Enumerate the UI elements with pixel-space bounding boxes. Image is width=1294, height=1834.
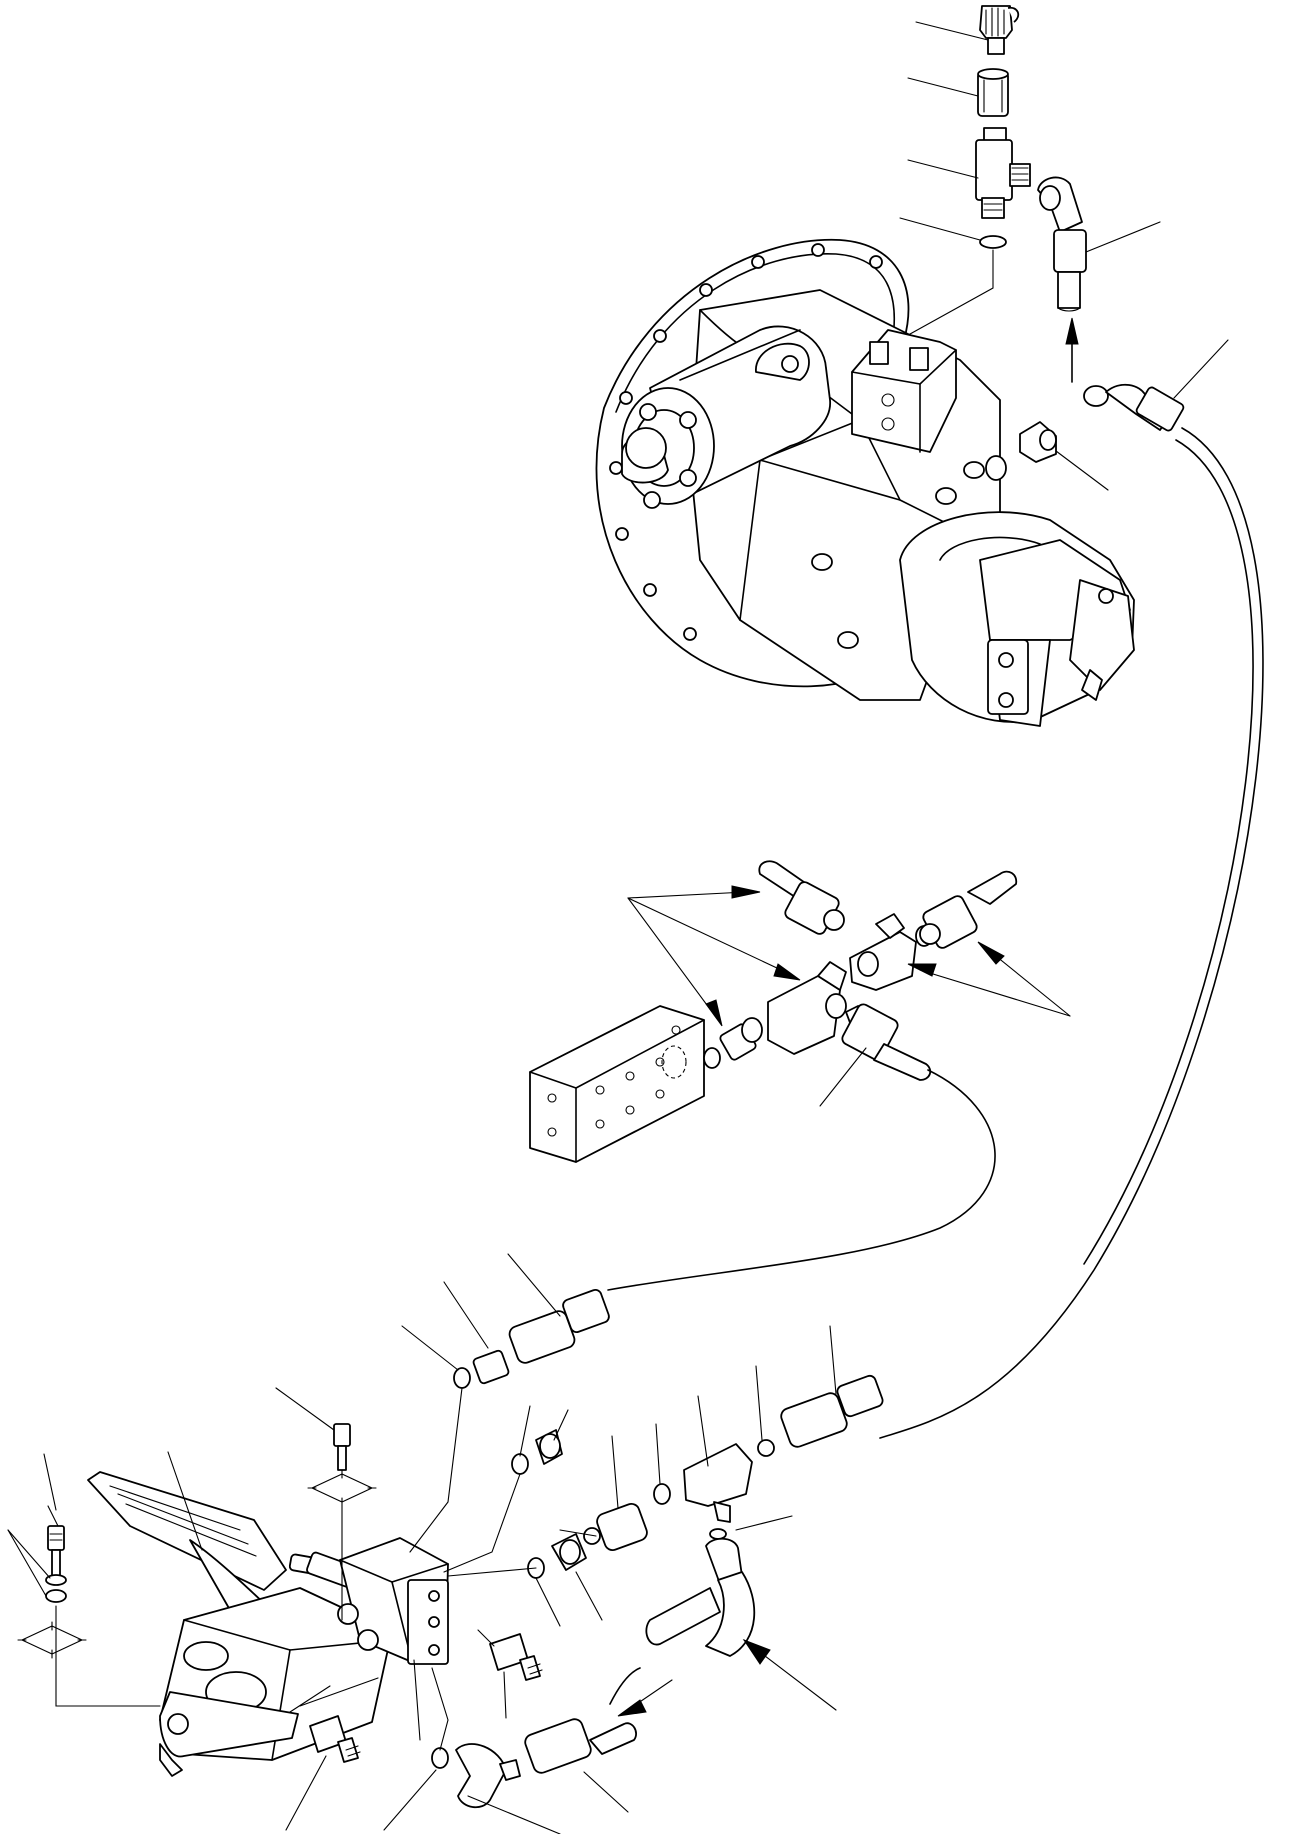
cap-fitting (979, 5, 1020, 55)
elbow-hose-top (1037, 176, 1087, 312)
elbow-hose-bottom (383, 1659, 673, 1834)
detail-tee-small (849, 913, 933, 991)
valve-block (529, 1005, 705, 1163)
valve-spool-body (306, 1537, 449, 1665)
tee-fitting (975, 127, 1031, 219)
elbow-hose-lower-right (645, 1515, 837, 1711)
pressure-switch-1 (477, 1629, 543, 1719)
detail-hose-upper-right (919, 870, 1018, 949)
fitting-group-middle-right (559, 1325, 884, 1552)
detail-tee-large (767, 961, 865, 1055)
fitting-group-lower (447, 1533, 603, 1627)
detail-assembly (529, 860, 1071, 1291)
pedal-valve-assembly (7, 1387, 449, 1777)
mounting-bracket (159, 1691, 299, 1777)
fitting-group-middle (443, 1405, 569, 1573)
pump-bolts (811, 461, 985, 649)
detail-hose-upper-left (758, 860, 845, 935)
mount-plate-upper (275, 1387, 377, 1621)
callout-leaders (899, 21, 1229, 491)
pump-control-block (851, 329, 957, 453)
detail-connector (719, 1017, 763, 1061)
pump-port-fitting (985, 383, 1185, 481)
detail-o-ring (703, 1047, 721, 1069)
fitting-group-upper-left (401, 1253, 610, 1553)
pressure-switch-2 (285, 1685, 361, 1831)
hydraulic-pump (595, 238, 1185, 727)
flow-arrow-up (1065, 317, 1079, 383)
nut (977, 68, 1009, 117)
o-ring (979, 235, 1007, 249)
long-hose-right (879, 427, 1264, 1439)
bottom-fittings (285, 1253, 884, 1834)
left-bolt-set (7, 1505, 67, 1603)
top-fitting-stack (891, 5, 1229, 491)
gear-pump (899, 511, 1135, 727)
pump-lug (755, 342, 810, 381)
detail-hose-lower (841, 1003, 932, 1081)
mount-plate-left (17, 1605, 161, 1707)
detail-arrows (627, 885, 1071, 1107)
